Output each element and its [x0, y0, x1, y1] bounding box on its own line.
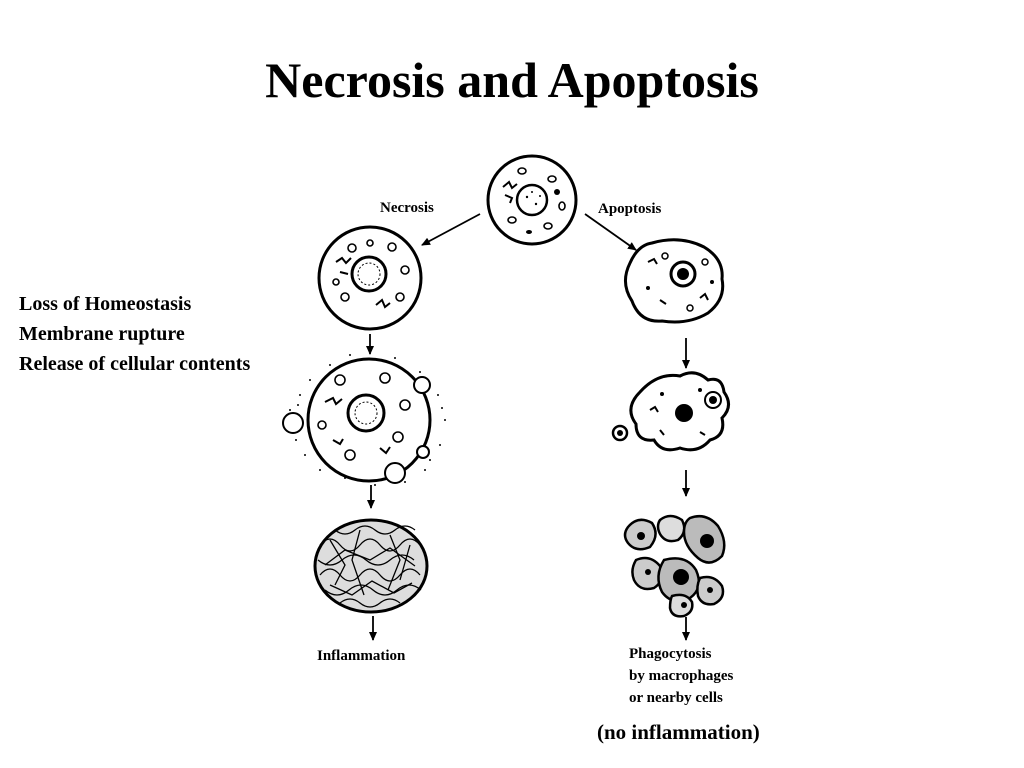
- arrow-to-necrosis: [421, 213, 481, 246]
- normal-cell: [486, 154, 578, 246]
- note-line: Membrane rupture: [19, 323, 185, 345]
- necrosis-ruptured-cell: [282, 354, 446, 486]
- apoptotic-bodies: [623, 514, 726, 618]
- note-line: Loss of Homeostasis: [19, 293, 192, 315]
- outcome-line: or nearby cells: [629, 690, 723, 706]
- no-inflammation-note: (no inflammation): [597, 720, 760, 744]
- apoptosis-shrinking-cell: [624, 238, 725, 324]
- arrow-to-apoptosis: [584, 213, 637, 251]
- apoptosis-label: Apoptosis: [598, 201, 662, 217]
- phagocytosis-label: Phagocytosis by macrophages or nearby ce…: [629, 643, 733, 709]
- necrosis-debris-cell: [313, 518, 429, 614]
- outcome-line: Phagocytosis: [629, 646, 712, 662]
- note-line: Release of cellular contents: [19, 353, 251, 375]
- inflammation-label: Inflammation: [317, 648, 406, 664]
- necrosis-swollen-cell: [317, 225, 423, 331]
- outcome-line: by macrophages: [629, 668, 734, 684]
- slide-title: Necrosis and Apoptosis: [265, 52, 759, 108]
- necrosis-notes: Loss of Homeostasis Membrane rupture Rel…: [19, 289, 250, 379]
- necrosis-label: Necrosis: [380, 200, 434, 216]
- apoptosis-blebbing-cell: [611, 371, 730, 452]
